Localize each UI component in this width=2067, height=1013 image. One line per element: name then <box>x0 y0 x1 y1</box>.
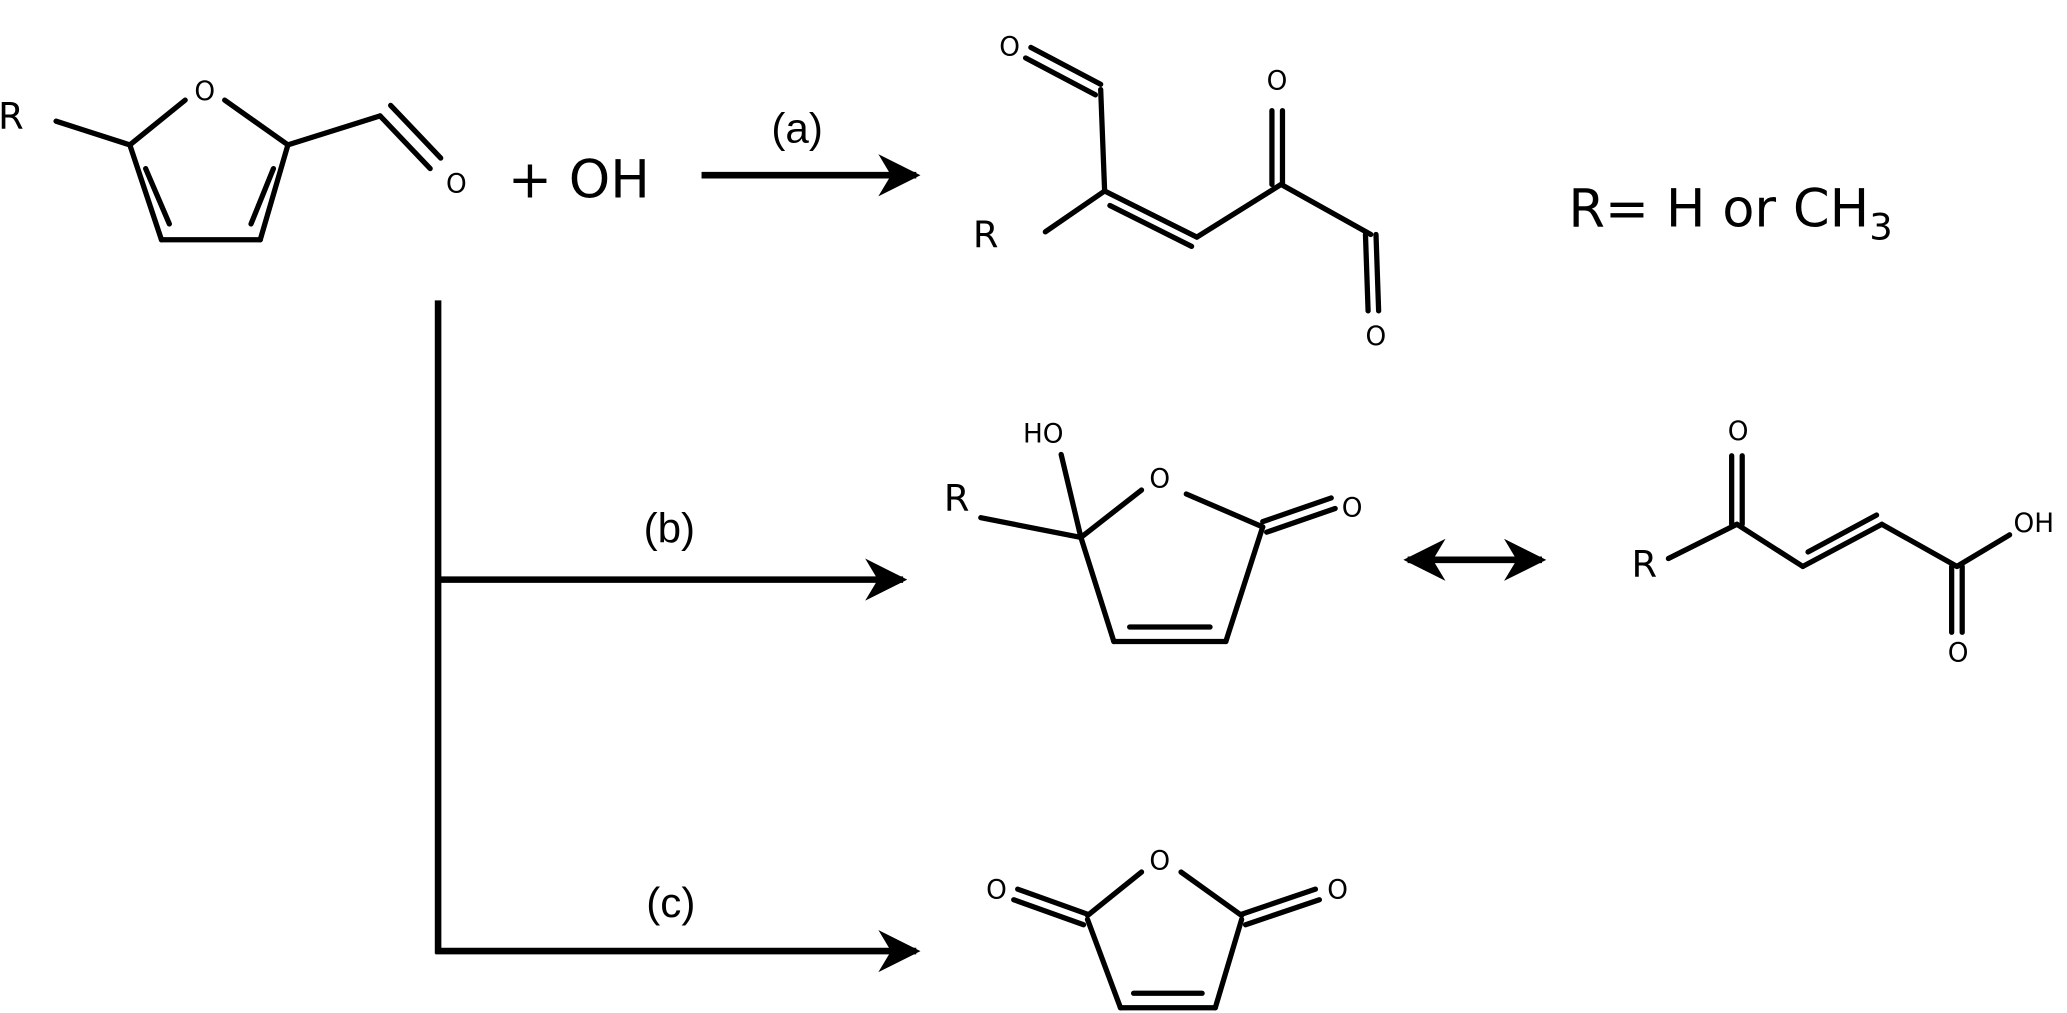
pathway-a-label: (a) <box>771 104 823 151</box>
reactant-r-label: R <box>0 95 24 138</box>
reactant-aldehyde-o: O <box>446 169 467 199</box>
product-a-o1: O <box>999 32 1020 62</box>
product-c-maleic-anhydride: O O O <box>986 846 1348 1011</box>
product-b-open-acid-o: O <box>1948 638 1969 668</box>
r-definition-text: R= H or CH <box>1568 179 1869 240</box>
product-b-r-label: R <box>944 477 970 520</box>
product-b-open-form: R O OH O <box>1632 417 2055 668</box>
product-c-right-o: O <box>1327 875 1348 905</box>
product-b-hydroxyfuranone: R HO O O <box>944 420 1363 645</box>
product-c-left-o: O <box>986 875 1007 905</box>
product-b-open-r-label: R <box>1632 543 1658 586</box>
pathway-c-label: (c) <box>646 879 695 926</box>
product-a-r-label: R <box>973 214 999 257</box>
product-b-carbonyl-o: O <box>1342 493 1363 523</box>
r-definition: R= H or CH3 <box>1568 179 1892 249</box>
r-definition-subscript: 3 <box>1869 206 1892 249</box>
plus-oh-reagent: + OH <box>508 150 650 211</box>
reactant-ring-o: O <box>194 77 215 107</box>
product-a-dicarbonyl: O R O O <box>973 32 1386 352</box>
product-a-o2: O <box>1267 67 1288 97</box>
product-a-o3: O <box>1365 322 1386 352</box>
product-b-open-ketone-o: O <box>1728 417 1749 447</box>
pathway-b-label: (b) <box>644 505 696 552</box>
product-b-ho-label: HO <box>1023 420 1064 450</box>
product-b-ring-o: O <box>1149 464 1170 494</box>
product-c-ring-o: O <box>1149 846 1170 876</box>
product-b-open-oh: OH <box>2014 509 2055 539</box>
reactant-furfural: R O O + OH <box>0 77 650 243</box>
